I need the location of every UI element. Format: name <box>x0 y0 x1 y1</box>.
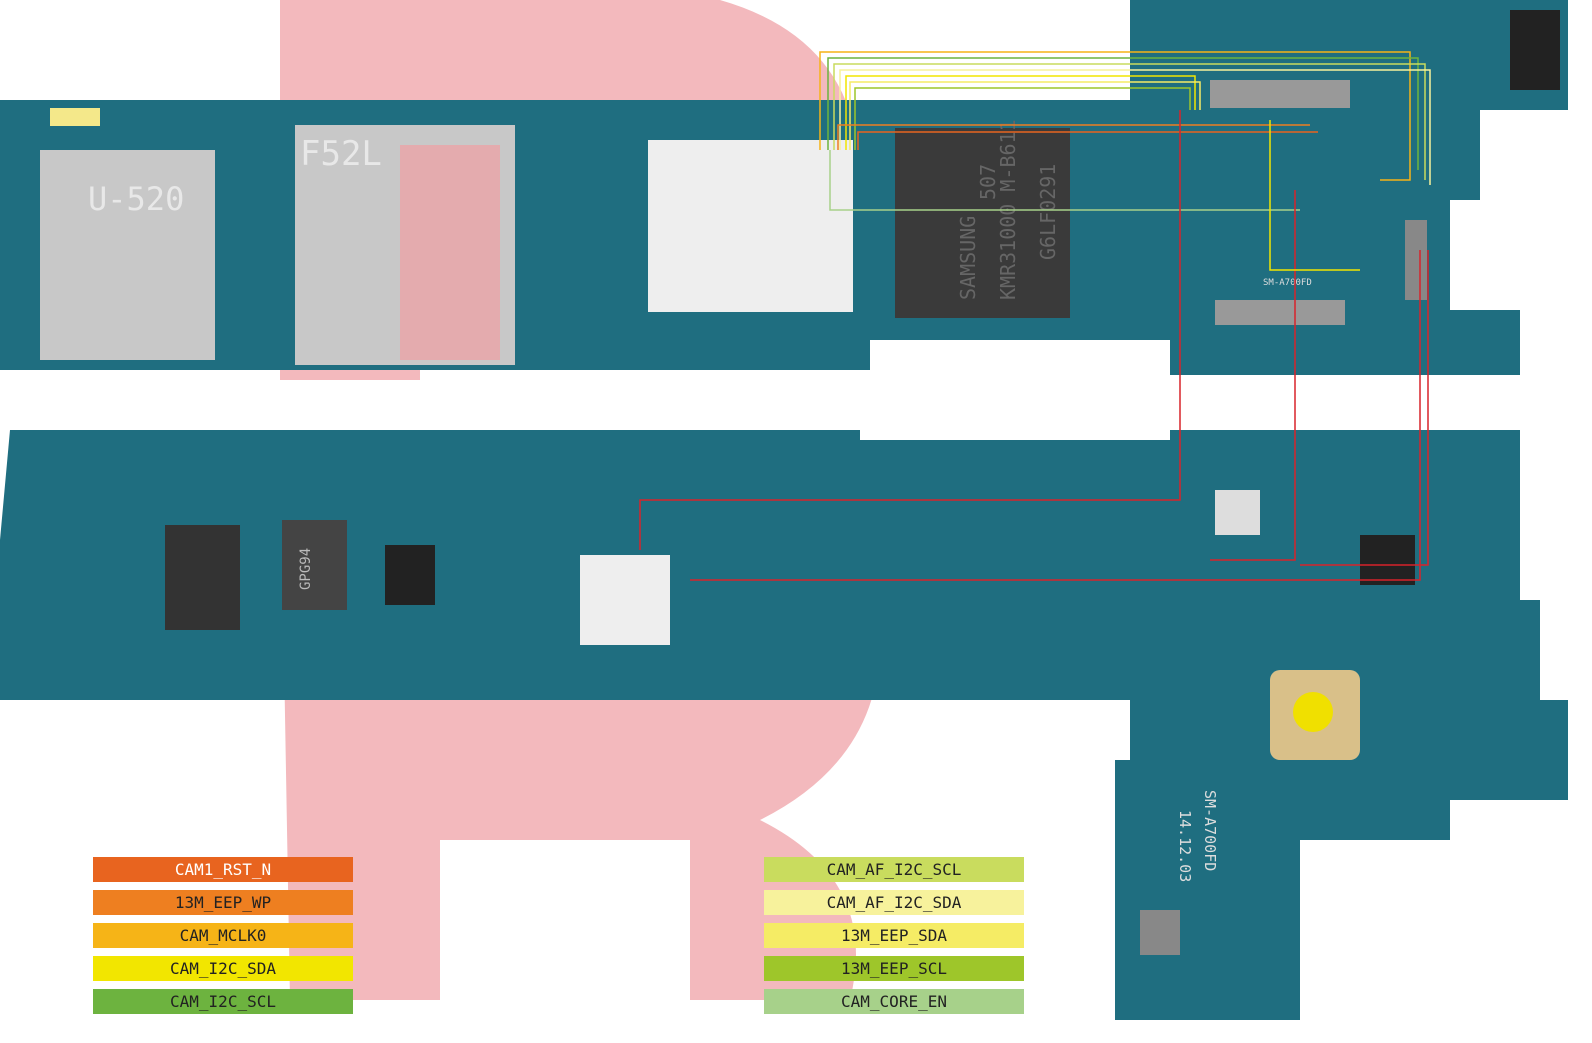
silk-label: SM-A700FD <box>1201 790 1219 871</box>
legend-item: CAM1_RST_N <box>93 857 353 882</box>
sim-tray-1 <box>40 150 215 360</box>
memory-chip <box>895 128 1070 318</box>
silk-label: U-520 <box>88 180 184 218</box>
chip-text: G6LF0291 <box>1036 164 1060 260</box>
legend-item: CAM_MCLK0 <box>93 923 353 948</box>
legend-item: CAM_I2C_SDA <box>93 956 353 981</box>
legend-item: 13M_EEP_SCL <box>764 956 1024 981</box>
legend-left: CAM1_RST_N 13M_EEP_WP CAM_MCLK0 CAM_I2C_… <box>93 857 353 1022</box>
bga-soc <box>648 140 853 312</box>
legend-item: CAM_AF_I2C_SDA <box>764 890 1024 915</box>
bga-chip <box>580 555 670 645</box>
connector-top <box>1210 80 1350 108</box>
legend-item: CAM_CORE_EN <box>764 989 1024 1014</box>
legend-item: 13M_EEP_WP <box>93 890 353 915</box>
legend-item: 13M_EEP_SDA <box>764 923 1024 948</box>
silk-label: SM-A700FD <box>1263 278 1312 288</box>
signal-traces <box>639 51 1431 581</box>
legend-item: CAM_AF_I2C_SCL <box>764 857 1024 882</box>
legend-item: CAM_I2C_SCL <box>93 989 353 1014</box>
pcb-top-board: U-520 F52L SAMSUNG 507 KMR31000 M-B611 G… <box>0 0 1568 375</box>
chip-text: SAMSUNG <box>956 216 980 300</box>
silk-label: 14.12.03 <box>1176 810 1194 882</box>
home-button-pad <box>1293 692 1333 732</box>
chip-text: GPG94 <box>298 548 314 590</box>
legend-right: CAM_AF_I2C_SCL CAM_AF_I2C_SDA 13M_EEP_SD… <box>764 857 1024 1022</box>
silk-label: F52L <box>300 134 382 174</box>
pcb-bottom-board: GPG94 SM-A700FD 14.12.03 <box>0 430 1568 1020</box>
chip-text: 507 <box>976 164 1000 200</box>
